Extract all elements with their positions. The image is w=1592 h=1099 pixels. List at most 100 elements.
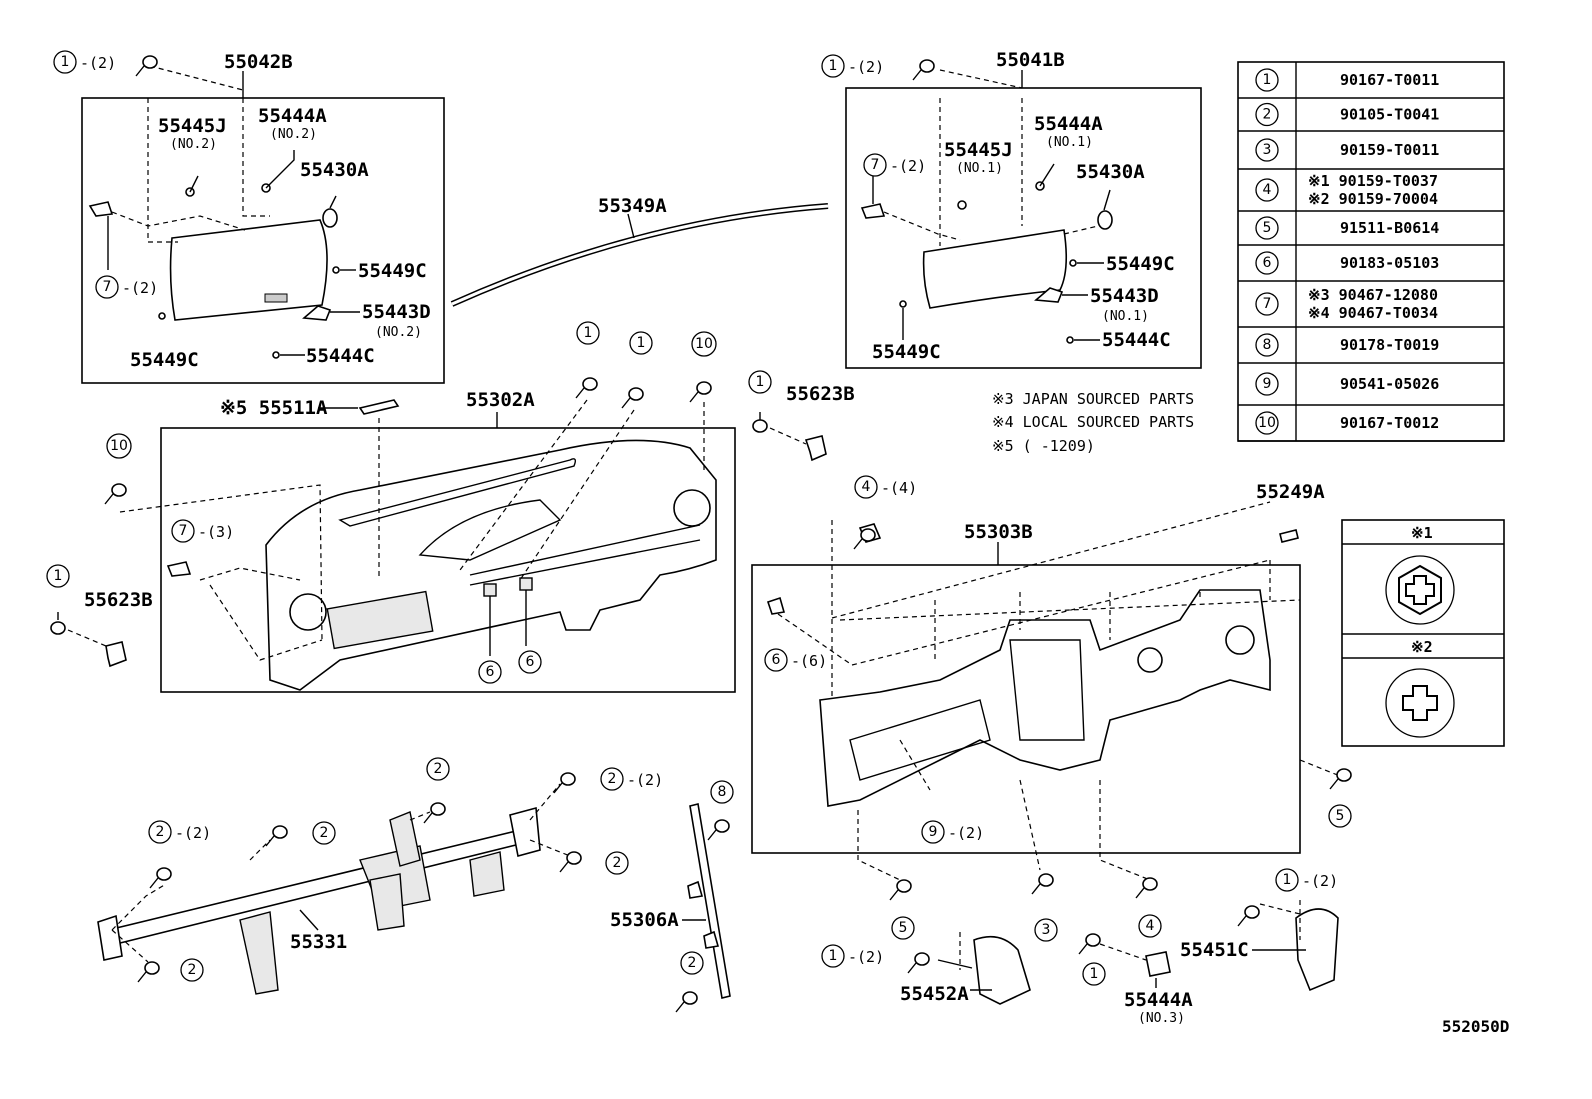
bolt-icon [1135,877,1158,899]
callout-number: 6 [772,652,781,668]
bolt-icon [149,867,172,889]
group-55041B: 55041B 55445J (NO.1) 55444A (NO.1) 55430… [845,49,1202,369]
label-55443D-left: 55443D [362,301,431,323]
fastener-number: 9 [1263,376,1272,392]
label-55331: 55331 [290,931,347,953]
clip-7-left [88,201,114,217]
callout-c-8-a: 8 [710,780,734,804]
label-55444C-left: 55444C [306,345,375,367]
callout-circle [600,767,624,791]
callout-c-5-a: 5 [891,916,915,940]
hex-head-phillips-screw-icon [1385,555,1455,625]
callout-quantity: -(3) [198,523,234,541]
fastener-number: 4 [1263,182,1272,198]
callout-circle [1255,102,1279,127]
fastener-part-number: 91511-B0614 [1340,219,1439,237]
callout-c-4-4: 4-(4) [854,475,917,499]
bolt-icon [907,952,930,974]
callout-number: 5 [1336,808,1345,824]
callout-c-2-e: 2 [680,951,704,975]
box-55302A [160,427,736,693]
label-55444C-right: 55444C [1102,329,1171,351]
callout-number: 2 [188,962,197,978]
sublabel-55445J-left: (NO.2) [170,137,217,152]
group-55331: 55331 [97,783,571,995]
callout-circle [1082,962,1106,986]
bolt-icon [621,387,644,409]
callout-circle [629,331,653,355]
bolt-icon [675,991,698,1013]
callout-c-10-b: 10 [106,433,132,459]
label-55302A: 55302A [466,389,535,411]
callout-number: 5 [899,920,908,936]
bolt-icon [575,377,598,399]
fastener-part-number: 90183-05103 [1340,254,1439,272]
callout-circle [95,275,119,299]
callout-circle [1255,251,1279,275]
callout-circle [478,660,502,684]
label-55303B: 55303B [964,521,1033,543]
callout-number: 10 [695,336,713,352]
callout-circle [1255,138,1279,162]
callout-number: 3 [1042,922,1051,938]
callout-c-5-b: 5 [1328,804,1352,828]
group-55042B: 55042B 55445J (NO.2) 55444A (NO.2) 55430… [81,51,445,384]
label-55445J-right: 55445J [944,139,1013,161]
duct-55452A [973,935,1031,1005]
callout-number: 2 [434,761,443,777]
callout-circle [426,757,450,781]
fastener-row: 4※1 90159-T0037※2 90159-70004 [1255,172,1438,208]
bolt-icon [689,381,712,403]
callout-number: 7 [103,279,112,295]
frame-55303B [819,589,1271,807]
note-japan-sourced: ※3 JAPAN SOURCED PARTS [992,390,1194,408]
part-55249A [1279,529,1299,543]
fastener-part-number: 90105-T0041 [1340,106,1439,124]
callout-number: 7 [179,523,188,539]
fastener-number: 2 [1263,107,1272,123]
callout-circle [148,820,172,844]
callout-c-2-2-b: 2-(2) [148,820,211,844]
label-55449C-left-2: 55449C [130,349,199,371]
label-55444A-left: 55444A [258,105,327,127]
sublabel-55444A-left: (NO.2) [270,127,317,142]
callout-circle [1255,372,1279,396]
bolt-icon [889,879,912,901]
fastener-row: 2 90105-T0041 [1255,102,1439,127]
callout-number: 1 [584,325,593,341]
diagram-code: 552050D [1442,1017,1509,1036]
label-55445J-left: 55445J [158,115,227,137]
sublabel-55443D-right: (NO.1) [1102,309,1149,324]
fastener-number: 1 [1263,72,1272,88]
group-55623B-left: 55623B [50,589,153,668]
label-55349A: 55349A [598,195,667,217]
lower-panel-55042B [169,219,328,321]
callout-number: 2 [608,771,617,787]
callout-c-6-b: 6 [518,650,542,674]
group-55452A: 55452A [900,932,1031,1005]
callout-circle [691,331,717,357]
fastener-part-number: 90159-T0011 [1340,141,1439,159]
bolt-icon [707,819,730,841]
callout-number: 1 [829,58,838,74]
sublabel-55444A-right: (NO.1) [1046,135,1093,150]
callout-quantity: -(2) [627,771,663,789]
callout-number: 8 [718,784,727,800]
callout-quantity: -(2) [175,824,211,842]
callout-c-2-b: 2 [312,821,336,845]
fastener-table-border [1237,61,1505,442]
callout-circle [821,944,845,968]
beam-55331 [106,829,530,945]
callout-number: 1 [1090,966,1099,982]
fastener-number: 7 [1263,296,1272,312]
callout-number: 1 [54,568,63,584]
bolt-icon [423,802,446,824]
callout-circle [921,820,945,844]
sublabel-55444A-bottom: (NO.3) [1138,1011,1185,1026]
callout-circle [1255,178,1279,202]
